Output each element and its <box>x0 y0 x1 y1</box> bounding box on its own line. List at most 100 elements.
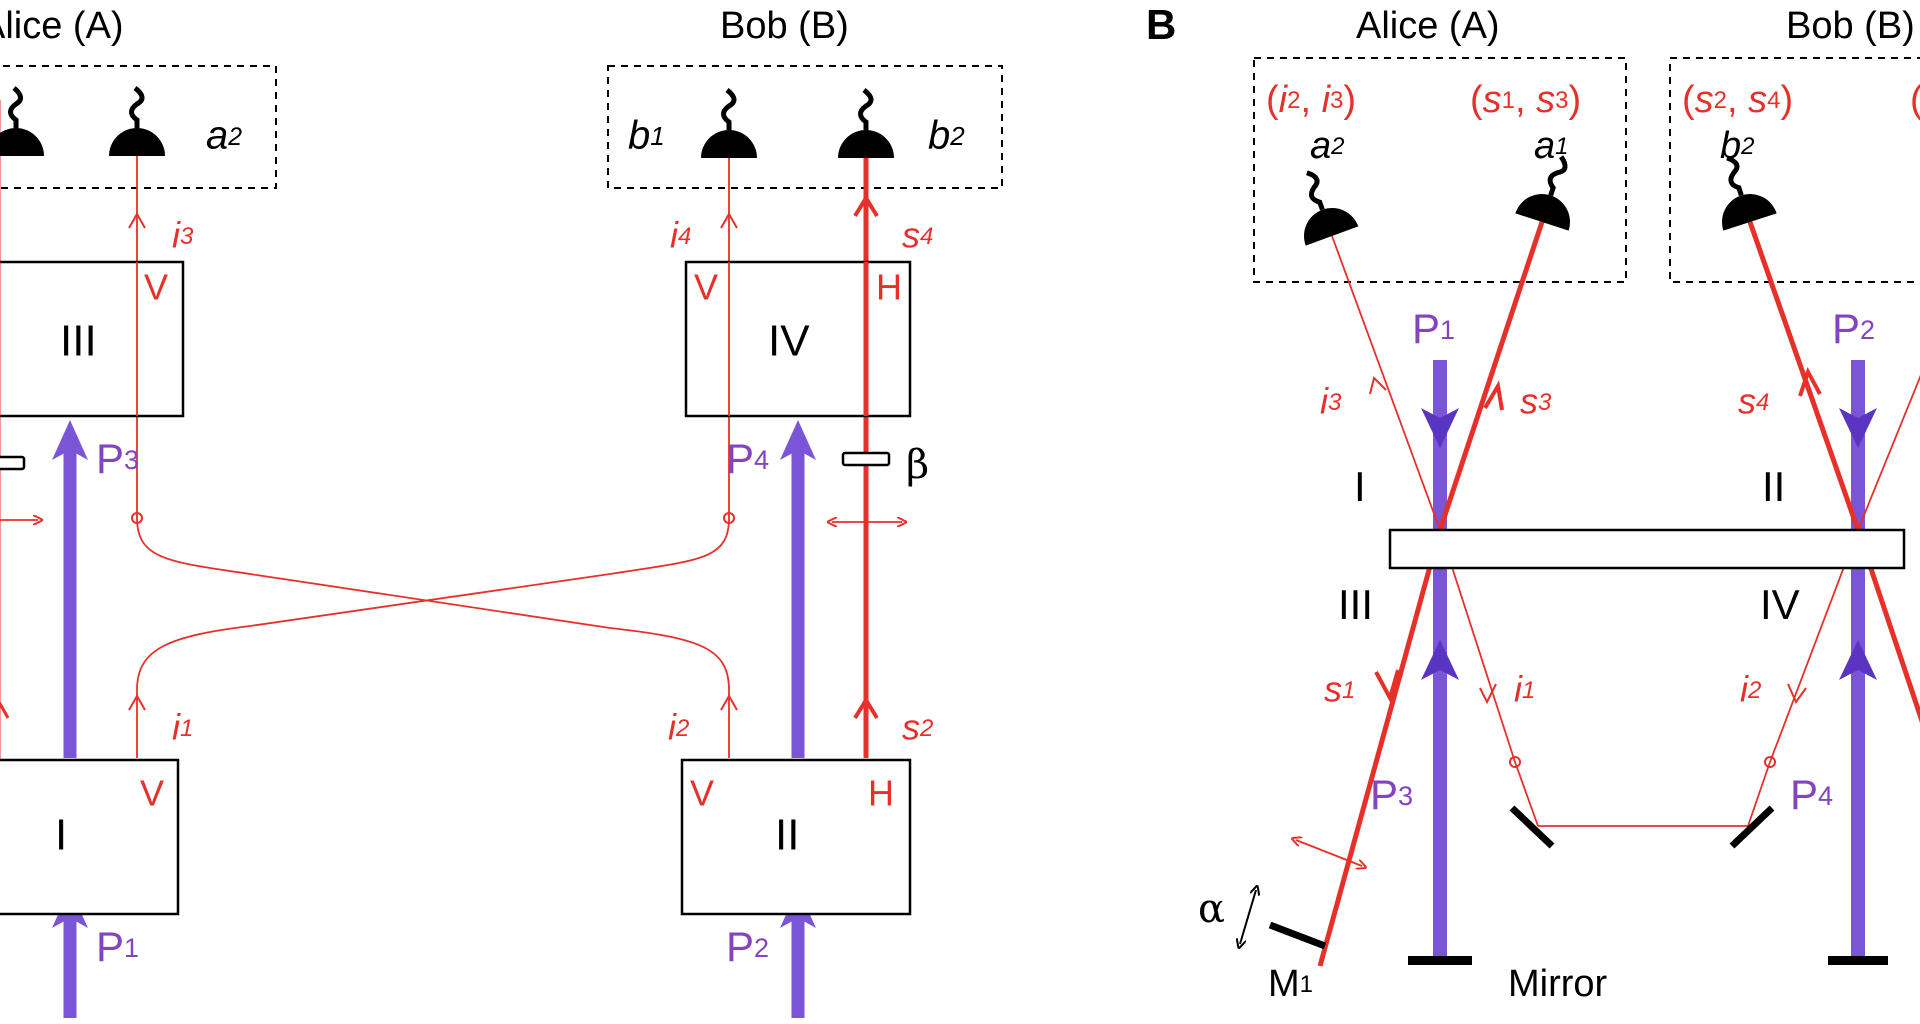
polarization-v-ii: V <box>690 773 714 814</box>
crystal-label-iv: IV <box>768 317 810 366</box>
alice-title-b: Alice (A) <box>1356 5 1500 47</box>
pump-mirror-alice <box>1408 956 1472 965</box>
bob-detector-box-b <box>1669 57 1920 283</box>
idler-label-i3: i3 <box>172 215 194 256</box>
signal-arrow-s2 <box>853 696 879 720</box>
signal-arrow-s4-b <box>1798 367 1822 397</box>
mirror-label-m1: M1 <box>1268 963 1313 1005</box>
crystal-label-ii: II <box>775 811 799 860</box>
detector-label-b2: b2 <box>928 114 965 158</box>
idler-beam-right-b <box>1857 374 1920 531</box>
pump-arrow-p3-b <box>1421 640 1459 680</box>
pump-label-p1: P1 <box>96 923 139 970</box>
alice-detector-box-b <box>1253 57 1627 283</box>
signal-label-s4-b: s4 <box>1738 381 1769 422</box>
signal-arrow-s4 <box>853 194 879 218</box>
signal-beam-s4-b <box>1747 221 1861 531</box>
signal-arrow-s1-lower <box>0 700 10 719</box>
polarization-v-iii: V <box>144 267 168 308</box>
detector-icon <box>1515 155 1570 231</box>
fiber-coupler-dot <box>723 512 735 524</box>
polarization-v-iv: V <box>694 267 718 308</box>
coincidence-label-s2-s4: (s2, s4) <box>1682 79 1793 121</box>
idler-path-left <box>1514 761 1539 827</box>
crystal-box-i <box>0 758 180 916</box>
idler-arrow-i1 <box>128 693 146 711</box>
pump-mirror-bob <box>1828 956 1888 965</box>
signal-label-s1-b: s1 <box>1324 669 1355 710</box>
coincidence-label-partial: ( <box>1910 79 1920 121</box>
signal-label-s3-b: s3 <box>1520 381 1552 422</box>
idler-path-right <box>1747 761 1771 827</box>
pump-arrow-p2-b <box>1839 408 1877 448</box>
idler-arrow-i3 <box>128 211 146 229</box>
idler-fiber-i1-to-i4 <box>136 517 730 691</box>
idler-label-i2-b: i2 <box>1740 669 1761 710</box>
polarization-v-i: V <box>140 773 164 814</box>
signal-beam-s1-b <box>1317 529 1443 967</box>
detector-label-b1: b1 <box>628 114 665 158</box>
pump-label-p3-b: P3 <box>1370 771 1413 818</box>
crystal-label-i-b: I <box>1354 463 1366 510</box>
idler-arrow-i3-b <box>1369 376 1387 395</box>
alice-title-a: Alice (A) <box>0 5 124 47</box>
bob-detector-box <box>607 65 1003 189</box>
crystal-label-iv-b: IV <box>1760 581 1800 628</box>
idler-label-i4: i4 <box>670 215 691 256</box>
idler-fiber-i2-to-i3 <box>136 517 730 691</box>
crystal-box-ii <box>680 758 912 916</box>
detector-label-a2: a2 <box>206 114 242 158</box>
idler-beam-i3-b <box>1331 235 1441 531</box>
tilt-arrow-alpha <box>1240 890 1256 944</box>
idler-arrow-i2-b <box>1787 683 1807 705</box>
pump-label-p3: P3 <box>96 435 139 482</box>
signal-label-s4: s4 <box>902 215 933 256</box>
polarization-h-ii: H <box>868 773 894 814</box>
coincidence-label-s1-s3: (s1, s3) <box>1470 79 1581 121</box>
signal-beam-s3-b <box>1437 221 1545 531</box>
crystal-box-iii <box>0 260 185 418</box>
crystal-label-iii: III <box>60 317 97 366</box>
alice-detector-box <box>0 65 277 189</box>
idler-mirror-right <box>1729 805 1775 849</box>
mirror-label-mirror: Mirror <box>1508 963 1608 1005</box>
pump-label-p2: P2 <box>726 923 769 970</box>
bob-title-a: Bob (B) <box>720 5 849 47</box>
pump-arrow-p4 <box>780 420 816 460</box>
panel-b-label: B <box>1146 1 1176 48</box>
pump-label-p4-b: P4 <box>1790 771 1833 818</box>
polarization-h-iv: H <box>876 267 902 308</box>
idler-arrow-i2 <box>720 693 738 711</box>
crystal-label-iii-b: III <box>1338 581 1373 628</box>
idler-mirror-left <box>1509 805 1555 849</box>
idler-label-i2: i2 <box>668 707 689 748</box>
fiber-coupler-dot <box>1509 756 1521 768</box>
pump-arrow-p1-b <box>1421 408 1459 448</box>
idler-label-i3-b: i3 <box>1320 381 1342 422</box>
pump-label-p4: P4 <box>726 435 769 482</box>
detector-icon <box>0 86 44 156</box>
idler-arrow-i1-b <box>1479 683 1497 705</box>
detector-icon <box>701 88 757 158</box>
signal-mirror-m1 <box>1268 921 1327 950</box>
idler-label-i1-b: i1 <box>1514 669 1535 710</box>
panel-a <box>0 65 1003 1018</box>
signal-arrow-s1-b <box>1374 669 1400 704</box>
phase-plate-alpha <box>0 455 26 471</box>
pump-label-p2-b: P2 <box>1832 305 1875 352</box>
idler-label-i1: i1 <box>172 707 193 748</box>
detector-icon <box>1304 170 1359 246</box>
crystal-label-ii-b: II <box>1762 463 1785 510</box>
signal-arrow-s3-b <box>1483 380 1504 411</box>
phase-plate-beta <box>841 451 891 467</box>
phase-label-beta: β <box>906 442 929 488</box>
detector-label-b2-b: b2 <box>1720 125 1755 167</box>
translation-arrow-m1 <box>1296 840 1362 866</box>
pump-label-p1-b: P1 <box>1412 305 1455 352</box>
fiber-coupler-dot <box>131 512 143 524</box>
fiber-coupler-dot <box>1764 756 1776 768</box>
detector-icon <box>1722 155 1777 231</box>
phase-label-alpha: α <box>1198 886 1225 932</box>
